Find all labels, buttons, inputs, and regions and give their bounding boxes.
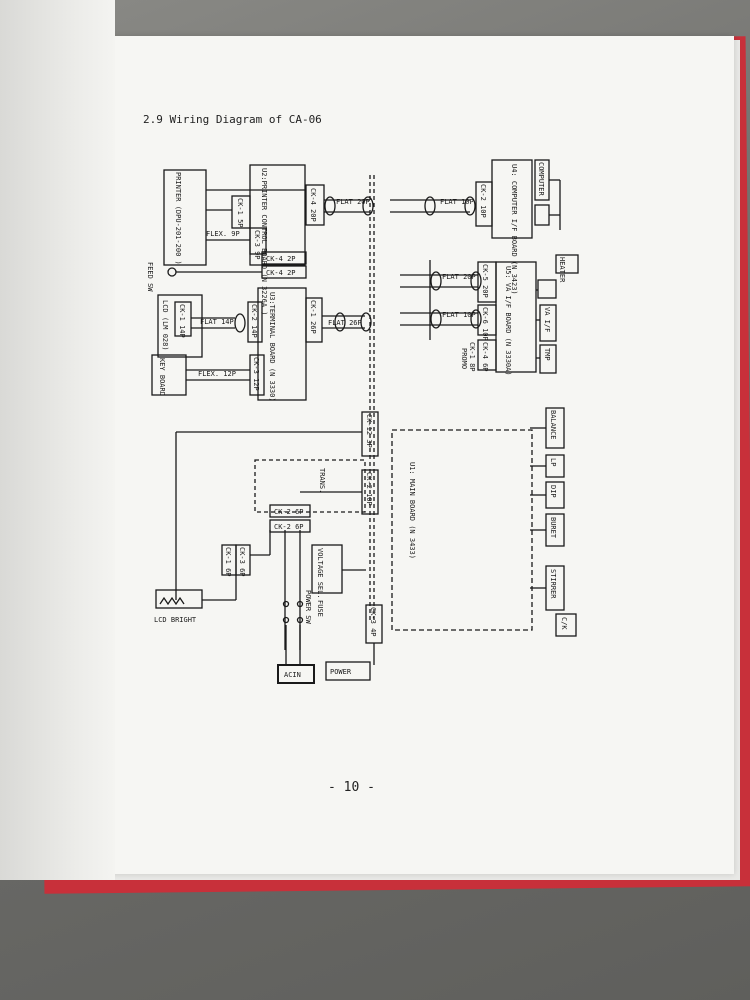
voltage-sel-label: VOLTAGE SEL. [316,548,324,599]
power-sw-label: POWER SW [304,590,312,625]
acin-label: ACIN [284,671,301,679]
ck3-6p-box [235,544,251,576]
trans-label: TRANS. [318,468,326,493]
lcd-label: LCD (LM 028) [161,300,169,351]
promo-label: PROMO [460,348,468,369]
main-board-label: U1: MAIN BOARD (N 3433) [408,462,416,559]
flat-10p-label-a: FLAT 10P [440,198,474,206]
section-title: 2.9 Wiring Diagram of CA-06 [143,113,322,126]
lcd-bright-box [155,589,203,609]
heater-label: HEATER [558,257,566,283]
dip-label: DIP [549,485,557,498]
ck-box [555,613,577,637]
document-page [58,36,734,874]
computer-if-board-label: U4: COMPUTER I/F BOARD (N 3423) [510,164,518,295]
ck12-3p-label: CK-12 3P [365,414,373,448]
ck6-10p-box [477,304,497,336]
ck2-14p-box [247,301,263,343]
va-if-label: VA I/F [543,307,551,332]
ck1-26p-box [305,297,323,343]
ck1-6p-label: CK-1 6P [224,547,232,577]
terminal-board-label: U3:TERMINAL BOARD (N 3330) [268,292,276,402]
ck3-9p-label: CK-3 9P [253,230,261,260]
ck1-14p-label: CK-1 14P [178,304,186,338]
ck3-4p-label: CK-3 4P [369,607,377,637]
flat-20p-label-a: FLAT 20P [336,198,370,206]
key-board-box [151,354,187,396]
ck5-20p-label: CK-5 20P [481,264,489,298]
ck6-10p-label: CK-6 10P [481,307,489,341]
ck2-10p-label: CK-2 10P [479,184,487,218]
ck4-6p-label: CK-4 6P [481,342,489,372]
ck4-20p-label: CK-4 20P [309,188,317,222]
flex-12p-label: FLEX. 12P [198,370,236,378]
ck1-5p-box [231,195,251,229]
voltage-sel-box [311,544,343,594]
power-box [325,661,371,681]
printer-label: PRINTER (DPU-201-200 ) [174,172,182,265]
flat-14p-label: FLAT 14P [200,318,234,326]
ck1-8p-label: CK-1 8P [468,342,476,372]
lp-label: LP [549,458,557,466]
ck4-2p-label-a: CK-4 2P [266,255,296,263]
ck3-12p-box [249,354,265,396]
if-board-label: U5: VA I/F BOARD (N 3330A) [504,266,512,376]
left-facing-page [0,0,115,880]
ck4-20p-box [305,184,325,226]
flat-26p-label: FLAT 26P [328,319,362,327]
lcd-box [157,294,203,358]
heater-box [555,254,579,274]
ck2-14p-label: CK-2 14P [250,304,258,338]
buret-label: BURET [549,517,557,539]
va-if-box [539,304,557,342]
key-board-label: KEY BOARD [158,358,166,396]
feed-sw-symbol [167,267,177,277]
tmp-label: TMP [543,348,551,361]
computer-label: COMPUTER [537,162,545,197]
ck1-14p-box [174,301,192,337]
ck3-6p-label: CK-3 6P [238,547,246,577]
trans-box [254,459,366,513]
stirrer-label: STIRRER [549,569,557,599]
ck2-6p-box-b [269,519,311,533]
ck5-20p-box [477,261,497,303]
flat-10p-label-b: FLAT 10P [442,311,476,319]
ck-label: C/K [560,617,568,630]
acin-box [277,664,315,684]
ck1-26p-label: CK-1 26P [309,300,317,334]
flex-9p-label: FLEX. 9P [206,230,240,238]
computer-if-board-box [491,159,533,239]
ck3-9p-box [249,227,267,255]
ck3-12p-label: CK-3 12P [252,357,260,391]
ck2-10p-b-label: CK-2 10P [365,472,373,506]
printer-control-board-label: U2:PRINTER CONTROL BOARD (N 3226A ) [260,168,268,316]
power-label: POWER [330,668,352,676]
ck4-6p-box [477,339,497,371]
flat-20p-label-b: FLAT 20P [442,273,476,281]
fuse-label: FUSE [316,600,324,617]
printer-box [163,169,207,266]
ck1-5p-label: CK-1 5P [236,198,244,228]
ck2-6p-label-a: CK-2 6P [274,508,304,516]
ck4-2p-label-b: CK-4 2P [266,269,296,277]
balance-label: BALANCE [549,410,557,440]
lcd-bright-label: LCD BRIGHT [154,616,197,624]
ck4-2p-box-a [261,251,307,265]
page-number: - 10 - [328,780,375,795]
feed-sw-label: FEED SW [146,262,154,292]
terminal-board-box [257,287,307,401]
tmp-box [539,344,557,374]
ck12-3p-box [361,411,379,457]
small-box-2 [537,279,557,299]
ck2-6p-box-a [269,504,311,518]
ck2-6p-label-b: CK-2 6P [274,523,304,531]
computer-small-box [534,204,550,226]
